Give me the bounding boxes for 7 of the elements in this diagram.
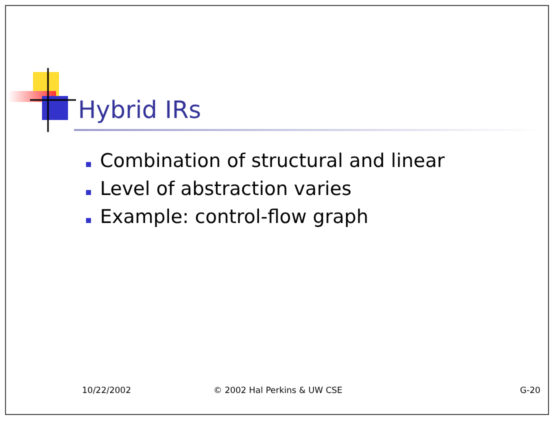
slide-title: Hybrid IRs bbox=[78, 96, 202, 124]
bullet-text: Example: control-flow graph bbox=[100, 206, 368, 228]
bullet-text: Combination of structural and linear bbox=[100, 150, 445, 172]
footer-date: 10/22/2002 bbox=[82, 386, 131, 396]
footer-copyright: © 2002 Hal Perkins & UW CSE bbox=[214, 386, 342, 396]
bullet-text: Level of abstraction varies bbox=[100, 178, 352, 200]
slide-number: G-20 bbox=[520, 386, 540, 396]
